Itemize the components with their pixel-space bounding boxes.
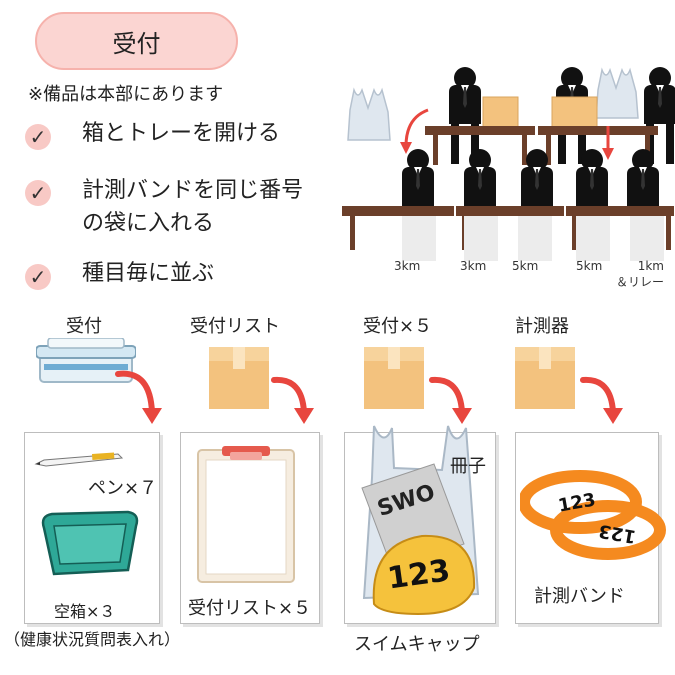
station-item-label: 受付リスト×５ bbox=[188, 598, 312, 619]
timing-band-icon: 123 123 bbox=[520, 470, 666, 560]
tray-icon bbox=[41, 510, 139, 576]
plastic-bag-icon: SWO 123 bbox=[361, 425, 480, 616]
check-icon: ✓ bbox=[25, 264, 51, 290]
cardboard-box-icon bbox=[482, 96, 519, 128]
curved-arrow-icon bbox=[271, 376, 314, 424]
curved-arrow-icon bbox=[580, 376, 623, 424]
person-icon bbox=[627, 149, 659, 206]
person-icon bbox=[402, 149, 434, 206]
clipboard-icon bbox=[197, 446, 295, 583]
swim-cap-icon: 123 bbox=[372, 534, 476, 616]
reception-scene bbox=[342, 67, 675, 261]
table-icon bbox=[342, 206, 454, 250]
equipment-note: ※備品は本部にあります bbox=[28, 84, 224, 105]
page-title: 受付 bbox=[35, 12, 238, 70]
station-item-label: （健康状況質問表入れ） bbox=[4, 630, 181, 649]
plastic-container-icon bbox=[36, 338, 136, 383]
svg-text:123: 123 bbox=[597, 520, 638, 547]
curved-arrow-icon bbox=[429, 376, 472, 424]
person-icon bbox=[556, 67, 588, 164]
check-icon: ✓ bbox=[25, 124, 51, 150]
person-icon bbox=[464, 149, 496, 206]
curved-arrow-icon bbox=[404, 108, 429, 147]
station-item-label: ペン×７ bbox=[88, 478, 158, 499]
station-item-label: 空箱×３ bbox=[54, 602, 116, 621]
station-item-label: 冊子 bbox=[450, 456, 486, 477]
lane-label: 3km bbox=[394, 259, 421, 273]
checklist-item: 箱とトレーを開ける bbox=[82, 121, 281, 146]
plastic-bag-icon bbox=[347, 87, 391, 141]
station-title: 受付リスト bbox=[190, 316, 280, 337]
table-icon bbox=[425, 126, 535, 165]
table-icon bbox=[566, 206, 674, 250]
cardboard-box-icon bbox=[551, 96, 598, 128]
svg-text:123: 123 bbox=[385, 553, 452, 596]
cardboard-box-icon bbox=[209, 347, 269, 409]
station-item-label: 計測バンド bbox=[534, 586, 625, 607]
station-item-label: スイムキャップ bbox=[354, 634, 480, 655]
plastic-bag-icon bbox=[595, 67, 639, 119]
station-title: 受付×５ bbox=[363, 316, 433, 337]
station-title: 計測器 bbox=[515, 316, 569, 337]
station-title: 受付 bbox=[66, 316, 102, 337]
cardboard-box-icon bbox=[515, 347, 575, 409]
lane-label: 1km ＆リレー bbox=[615, 259, 664, 289]
pen-icon bbox=[34, 452, 124, 467]
person-icon bbox=[449, 67, 481, 164]
curved-arrow-icon bbox=[115, 370, 162, 424]
checklist-item: 計測バンドを同じ番号 の袋に入れる bbox=[82, 178, 304, 236]
check-icon: ✓ bbox=[25, 180, 51, 206]
lane-label: 5km bbox=[512, 259, 539, 273]
checklist-item: 種目毎に並ぶ bbox=[82, 261, 215, 286]
lane-label: 3km bbox=[460, 259, 487, 273]
lane-label: 5km bbox=[576, 259, 603, 273]
cardboard-box-icon bbox=[364, 347, 424, 409]
